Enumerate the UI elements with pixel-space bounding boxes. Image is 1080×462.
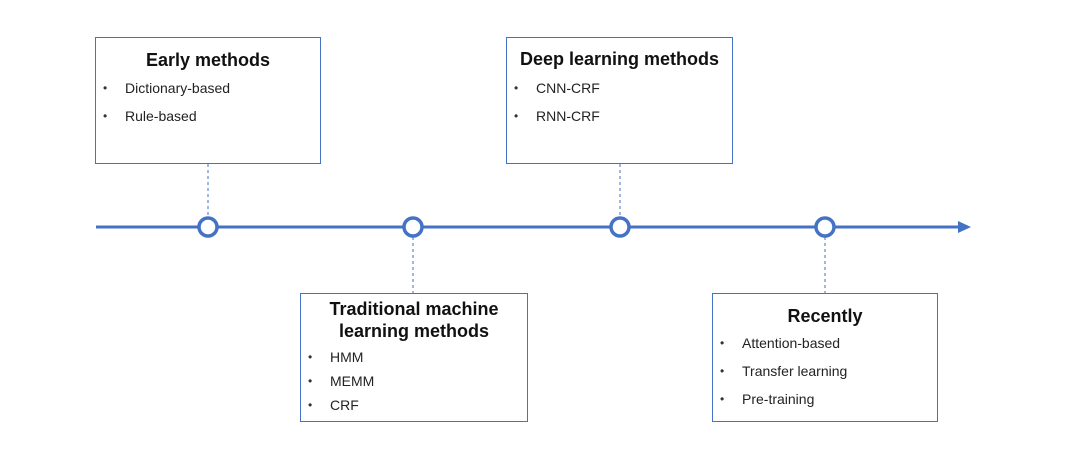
deep-learning-methods-box: Deep learning methods • CNN-CRF • RNN-CRF — [506, 37, 733, 164]
list-item-label: CRF — [330, 397, 359, 413]
list-item: • Attention-based — [713, 334, 937, 362]
list-item: • HMM — [301, 348, 527, 372]
recently-title: Recently — [787, 306, 863, 326]
list-item: • Pre-training — [713, 390, 937, 418]
bullet-icon: • — [720, 336, 725, 350]
deep-learning-methods-list: • CNN-CRF • RNN-CRF — [507, 79, 732, 135]
timeline-node-early — [197, 216, 219, 238]
list-item: • CNN-CRF — [507, 79, 732, 107]
bullet-icon: • — [308, 398, 313, 412]
bullet-icon: • — [103, 81, 108, 95]
list-item-label: Rule-based — [125, 108, 197, 124]
list-item: • Dictionary-based — [96, 79, 320, 107]
traditional-ml-methods-box: Traditional machine learning methods • HM… — [300, 293, 528, 422]
timeline-arrowhead — [958, 221, 971, 233]
bullet-icon: • — [720, 364, 725, 378]
bullet-icon: • — [514, 109, 519, 123]
timeline-node-recently — [814, 216, 836, 238]
list-item: • MEMM — [301, 372, 527, 396]
list-item-label: Transfer learning — [742, 363, 848, 379]
list-item: • Transfer learning — [713, 362, 937, 390]
deep-learning-methods-title: Deep learning methods — [519, 49, 720, 69]
list-item: • RNN-CRF — [507, 107, 732, 135]
list-item-label: Dictionary-based — [125, 80, 231, 96]
list-item: • Rule-based — [96, 107, 320, 135]
list-item: • CRF — [301, 396, 527, 420]
bullet-icon: • — [720, 392, 725, 406]
traditional-ml-methods-list: • HMM • MEMM • CRF — [301, 348, 527, 420]
early-methods-list: • Dictionary-based • Rule-based — [96, 79, 320, 135]
list-item-label: MEMM — [330, 373, 375, 389]
bullet-icon: • — [103, 109, 108, 123]
recently-box: Recently • Attention-based • Transfer lear… — [712, 293, 938, 422]
list-item-label: CNN-CRF — [536, 80, 600, 96]
list-item-label: RNN-CRF — [536, 108, 600, 124]
list-item-label: Pre-training — [742, 391, 815, 407]
early-methods-title: Early methods — [145, 50, 271, 70]
early-methods-box: Early methods • Dictionary-based • Rule-ba… — [95, 37, 321, 164]
list-item-label: Attention-based — [742, 335, 841, 351]
list-item-label: HMM — [330, 349, 364, 365]
bullet-icon: • — [308, 350, 313, 364]
bullet-icon: • — [514, 81, 519, 95]
traditional-ml-methods-title: Traditional machine learning methods — [329, 299, 499, 341]
recently-list: • Attention-based • Transfer learning • Pre… — [713, 334, 937, 418]
timeline-node-deep — [609, 216, 631, 238]
bullet-icon: • — [308, 374, 313, 388]
timeline-node-traditional — [402, 216, 424, 238]
